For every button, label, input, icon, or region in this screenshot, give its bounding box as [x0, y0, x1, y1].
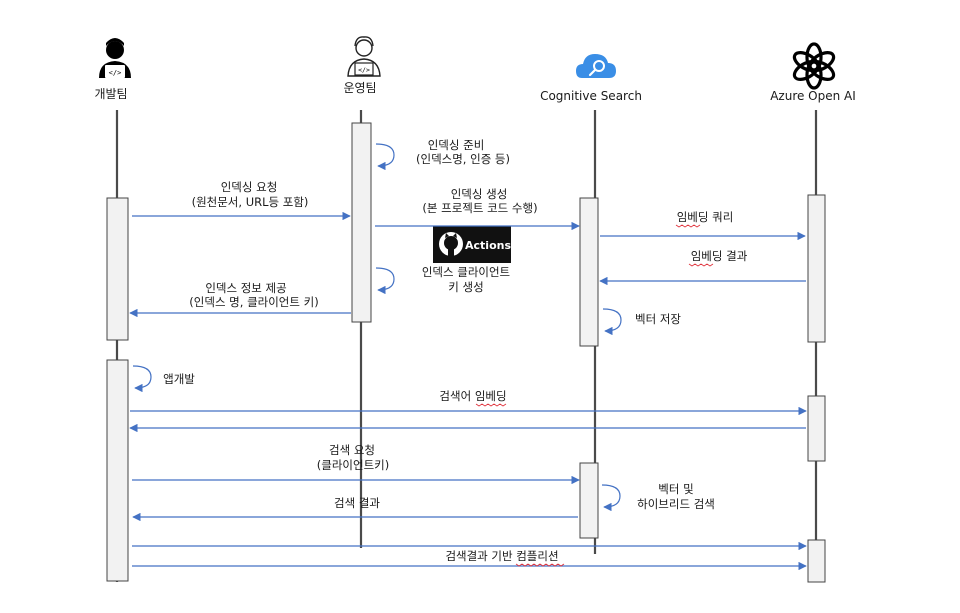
spellcheck-underline: [515, 563, 565, 567]
svg-text:</>: </>: [358, 66, 370, 74]
spellcheck-underline: [688, 263, 714, 267]
github-icon: [439, 232, 463, 256]
msg-embedding-result: 임베딩 결과: [691, 249, 748, 263]
msg-indexing-prep-detail: (인덱스명, 인증 등): [416, 152, 510, 166]
msg-indexing-request: 인덱싱 요청: [221, 180, 278, 194]
msg-index-info: 인덱스 정보 제공: [205, 281, 286, 295]
actor-openai-label: Azure Open AI: [770, 89, 856, 103]
self-arrow-app-dev: [132, 365, 152, 393]
spellcheck-underline: [675, 224, 701, 228]
self-arrow-vector-store: [602, 308, 622, 336]
developer-icon: </>: [99, 38, 131, 78]
activation-search-2: [579, 462, 599, 539]
svg-text:</>: </>: [109, 69, 122, 77]
msg-vector-store: 벡터 저장: [635, 312, 681, 326]
actor-ops-label: 운영팀: [343, 81, 376, 95]
activation-openai-1: [807, 194, 826, 343]
msg-search-result: 검색 결과: [334, 496, 380, 510]
msg-search-request: 검색 요청: [329, 443, 375, 457]
msg-search-request-detail: (클라이언트키): [317, 458, 389, 472]
activation-openai-2: [807, 395, 826, 462]
cognitive-search-icon: [576, 54, 616, 78]
msg-indexing-request-detail: (원천문서, URL등 포함): [192, 195, 309, 209]
msg-client-key-detail: 키 생성: [448, 280, 483, 294]
activation-openai-3: [807, 539, 826, 583]
activation-dev-1: [106, 197, 129, 341]
openai-logo-icon: [792, 42, 836, 90]
msg-indexing-prep: 인덱싱 준비: [428, 138, 485, 152]
self-arrow-client-key: [375, 267, 395, 295]
spellcheck-underline: [475, 403, 507, 407]
msg-hybrid-search: 벡터 및: [658, 482, 693, 496]
msg-indexing-create: 인덱싱 생성: [451, 187, 508, 201]
msg-client-key: 인덱스 클라이언트: [422, 265, 510, 279]
msg-completion: 검색결과 기반 컴플리션: [445, 549, 558, 563]
activation-ops: [351, 122, 372, 323]
activation-search-1: [579, 197, 599, 347]
operator-icon: </>: [347, 36, 381, 77]
actor-search-label: Cognitive Search: [540, 89, 642, 103]
msg-index-info-detail: (인덱스 명, 클라이언트 키): [189, 295, 318, 309]
msg-app-dev: 앱개발: [163, 372, 195, 386]
activation-dev-2: [106, 359, 129, 582]
msg-indexing-create-detail: (본 프로젝트 코드 수행): [422, 201, 537, 215]
msg-hybrid-search-detail: 하이브리드 검색: [637, 497, 715, 511]
actions-badge-text: Actions: [465, 239, 511, 252]
msg-query-embedding: 검색어 임베딩: [439, 389, 506, 403]
github-actions-badge: Actions: [433, 226, 511, 263]
actor-dev-label: 개발팀: [94, 87, 127, 101]
msg-embedding-query: 임베딩 쿼리: [677, 210, 734, 224]
self-arrow-indexing-prep: [375, 143, 395, 171]
self-arrow-hybrid-search: [601, 484, 621, 512]
